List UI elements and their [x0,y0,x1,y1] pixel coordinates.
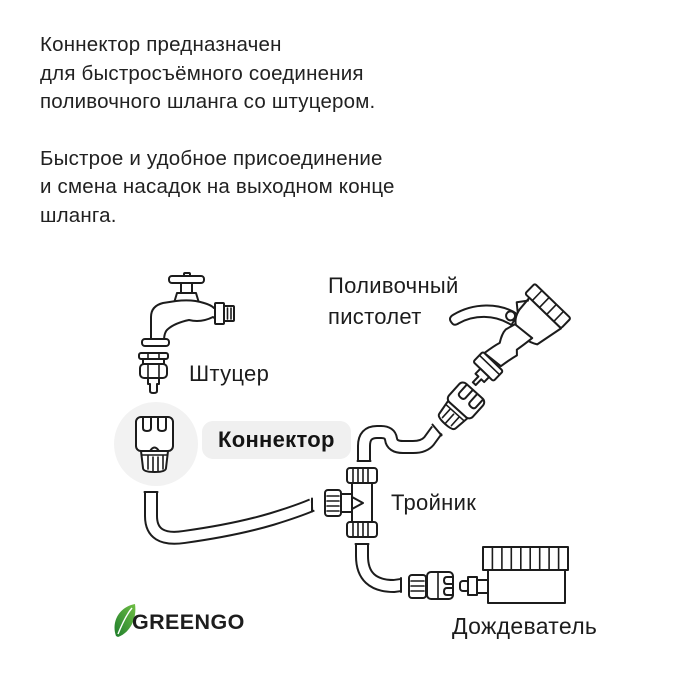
hose-icon [354,543,402,594]
intro-paragraph-1: Коннектор предназначен для быстросъёмног… [40,33,376,113]
gun-connector-icon [437,381,486,431]
sprinkler-icon [459,546,569,604]
hose-icon [356,423,443,462]
faucet-icon [141,272,235,347]
sprinkler-connector-icon [408,571,454,600]
brand-logo: GREENGO [111,602,245,638]
leaf-icon [114,604,136,637]
label-tee: Тройник [391,490,477,515]
label-spray-gun: Поливочный пистолет [328,273,459,329]
label-sprinkler: Дождеватель [452,613,598,639]
label-connector: Коннектор [202,421,351,459]
spray-gun-icon [448,283,571,387]
connector-icon [135,416,174,473]
label-fitting: Штуцер [189,361,270,386]
intro-paragraph-2: Быстрое и удобное присоединение и смена … [40,146,395,227]
fitting-icon [138,352,169,394]
hose-icon [143,491,315,545]
intro-text: Коннектор предназначен для быстросъёмног… [40,31,480,258]
tee-icon [324,467,378,538]
brand-name: GREENGO [132,610,245,634]
